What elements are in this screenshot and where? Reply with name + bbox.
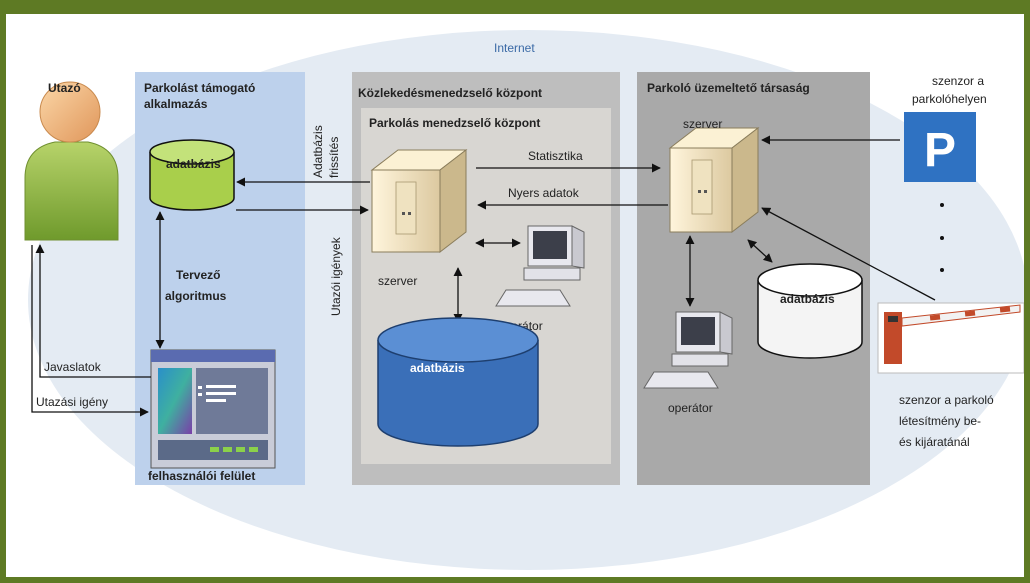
suggestions-label: Javaslatok xyxy=(44,360,102,374)
travel-requirements-label: Utazói igények xyxy=(329,236,343,316)
statistics-label: Statisztika xyxy=(528,149,583,163)
app-title-line1: Parkolást támogató xyxy=(144,81,255,95)
traveller-label: Utazó xyxy=(48,81,81,95)
suggestions-arrow xyxy=(35,244,151,378)
app-db-label: adatbázis xyxy=(166,157,221,171)
sensor-gate-line3: és kijáratánál xyxy=(899,435,970,449)
app-title-line2: alkalmazás xyxy=(144,97,208,111)
database-icon xyxy=(149,139,235,211)
database-icon xyxy=(757,263,863,359)
db-update-line2: frissítés xyxy=(327,137,341,178)
person-icon xyxy=(24,81,119,241)
sensor-gate-line2: létesítmény be- xyxy=(899,414,981,428)
db-update-line1: Adatbázis xyxy=(311,125,325,178)
app-window-icon xyxy=(150,349,276,469)
workstation-icon xyxy=(643,311,733,389)
op-operator-label: operátor xyxy=(668,401,713,415)
tmc-title: Közlekedésmenedzselő központ xyxy=(358,86,542,100)
tmc-server-label: szerver xyxy=(378,274,417,288)
barrier-gate-icon xyxy=(877,302,1024,374)
tmc-db-label: adatbázis xyxy=(410,361,465,375)
sensor-spot-line2: parkolóhelyen xyxy=(912,92,987,106)
parking-sign-letter: P xyxy=(924,124,956,177)
ellipsis-dot xyxy=(940,268,944,272)
ui-label: felhasználói felület xyxy=(148,469,255,483)
travel-request-label: Utazási igény xyxy=(36,395,108,409)
server-icon xyxy=(370,148,468,254)
parking-sign-icon: P xyxy=(904,112,976,182)
planner-line1: Tervező xyxy=(176,268,220,282)
workstation-icon xyxy=(495,225,585,307)
ellipsis-dot xyxy=(940,203,944,207)
op-server-label: szerver xyxy=(683,117,722,131)
database-icon xyxy=(377,317,539,447)
operator-company-title: Parkoló üzemeltető társaság xyxy=(647,81,810,95)
op-server-db-arrow xyxy=(747,239,773,263)
internet-label: Internet xyxy=(494,41,535,55)
sensor-gate-line1: szenzor a parkoló xyxy=(899,393,994,407)
sensor-gate-arrow xyxy=(761,207,936,301)
op-db-label: adatbázis xyxy=(780,292,835,306)
travel-request-arrow xyxy=(31,245,149,417)
planner-line2: algoritmus xyxy=(165,289,227,303)
server-icon xyxy=(668,126,760,234)
sensor-spot-line1: szenzor a xyxy=(932,74,984,88)
pmc-title: Parkolás menedzselő központ xyxy=(369,116,540,130)
ellipsis-dot xyxy=(940,236,944,240)
raw-data-label: Nyers adatok xyxy=(508,186,580,200)
